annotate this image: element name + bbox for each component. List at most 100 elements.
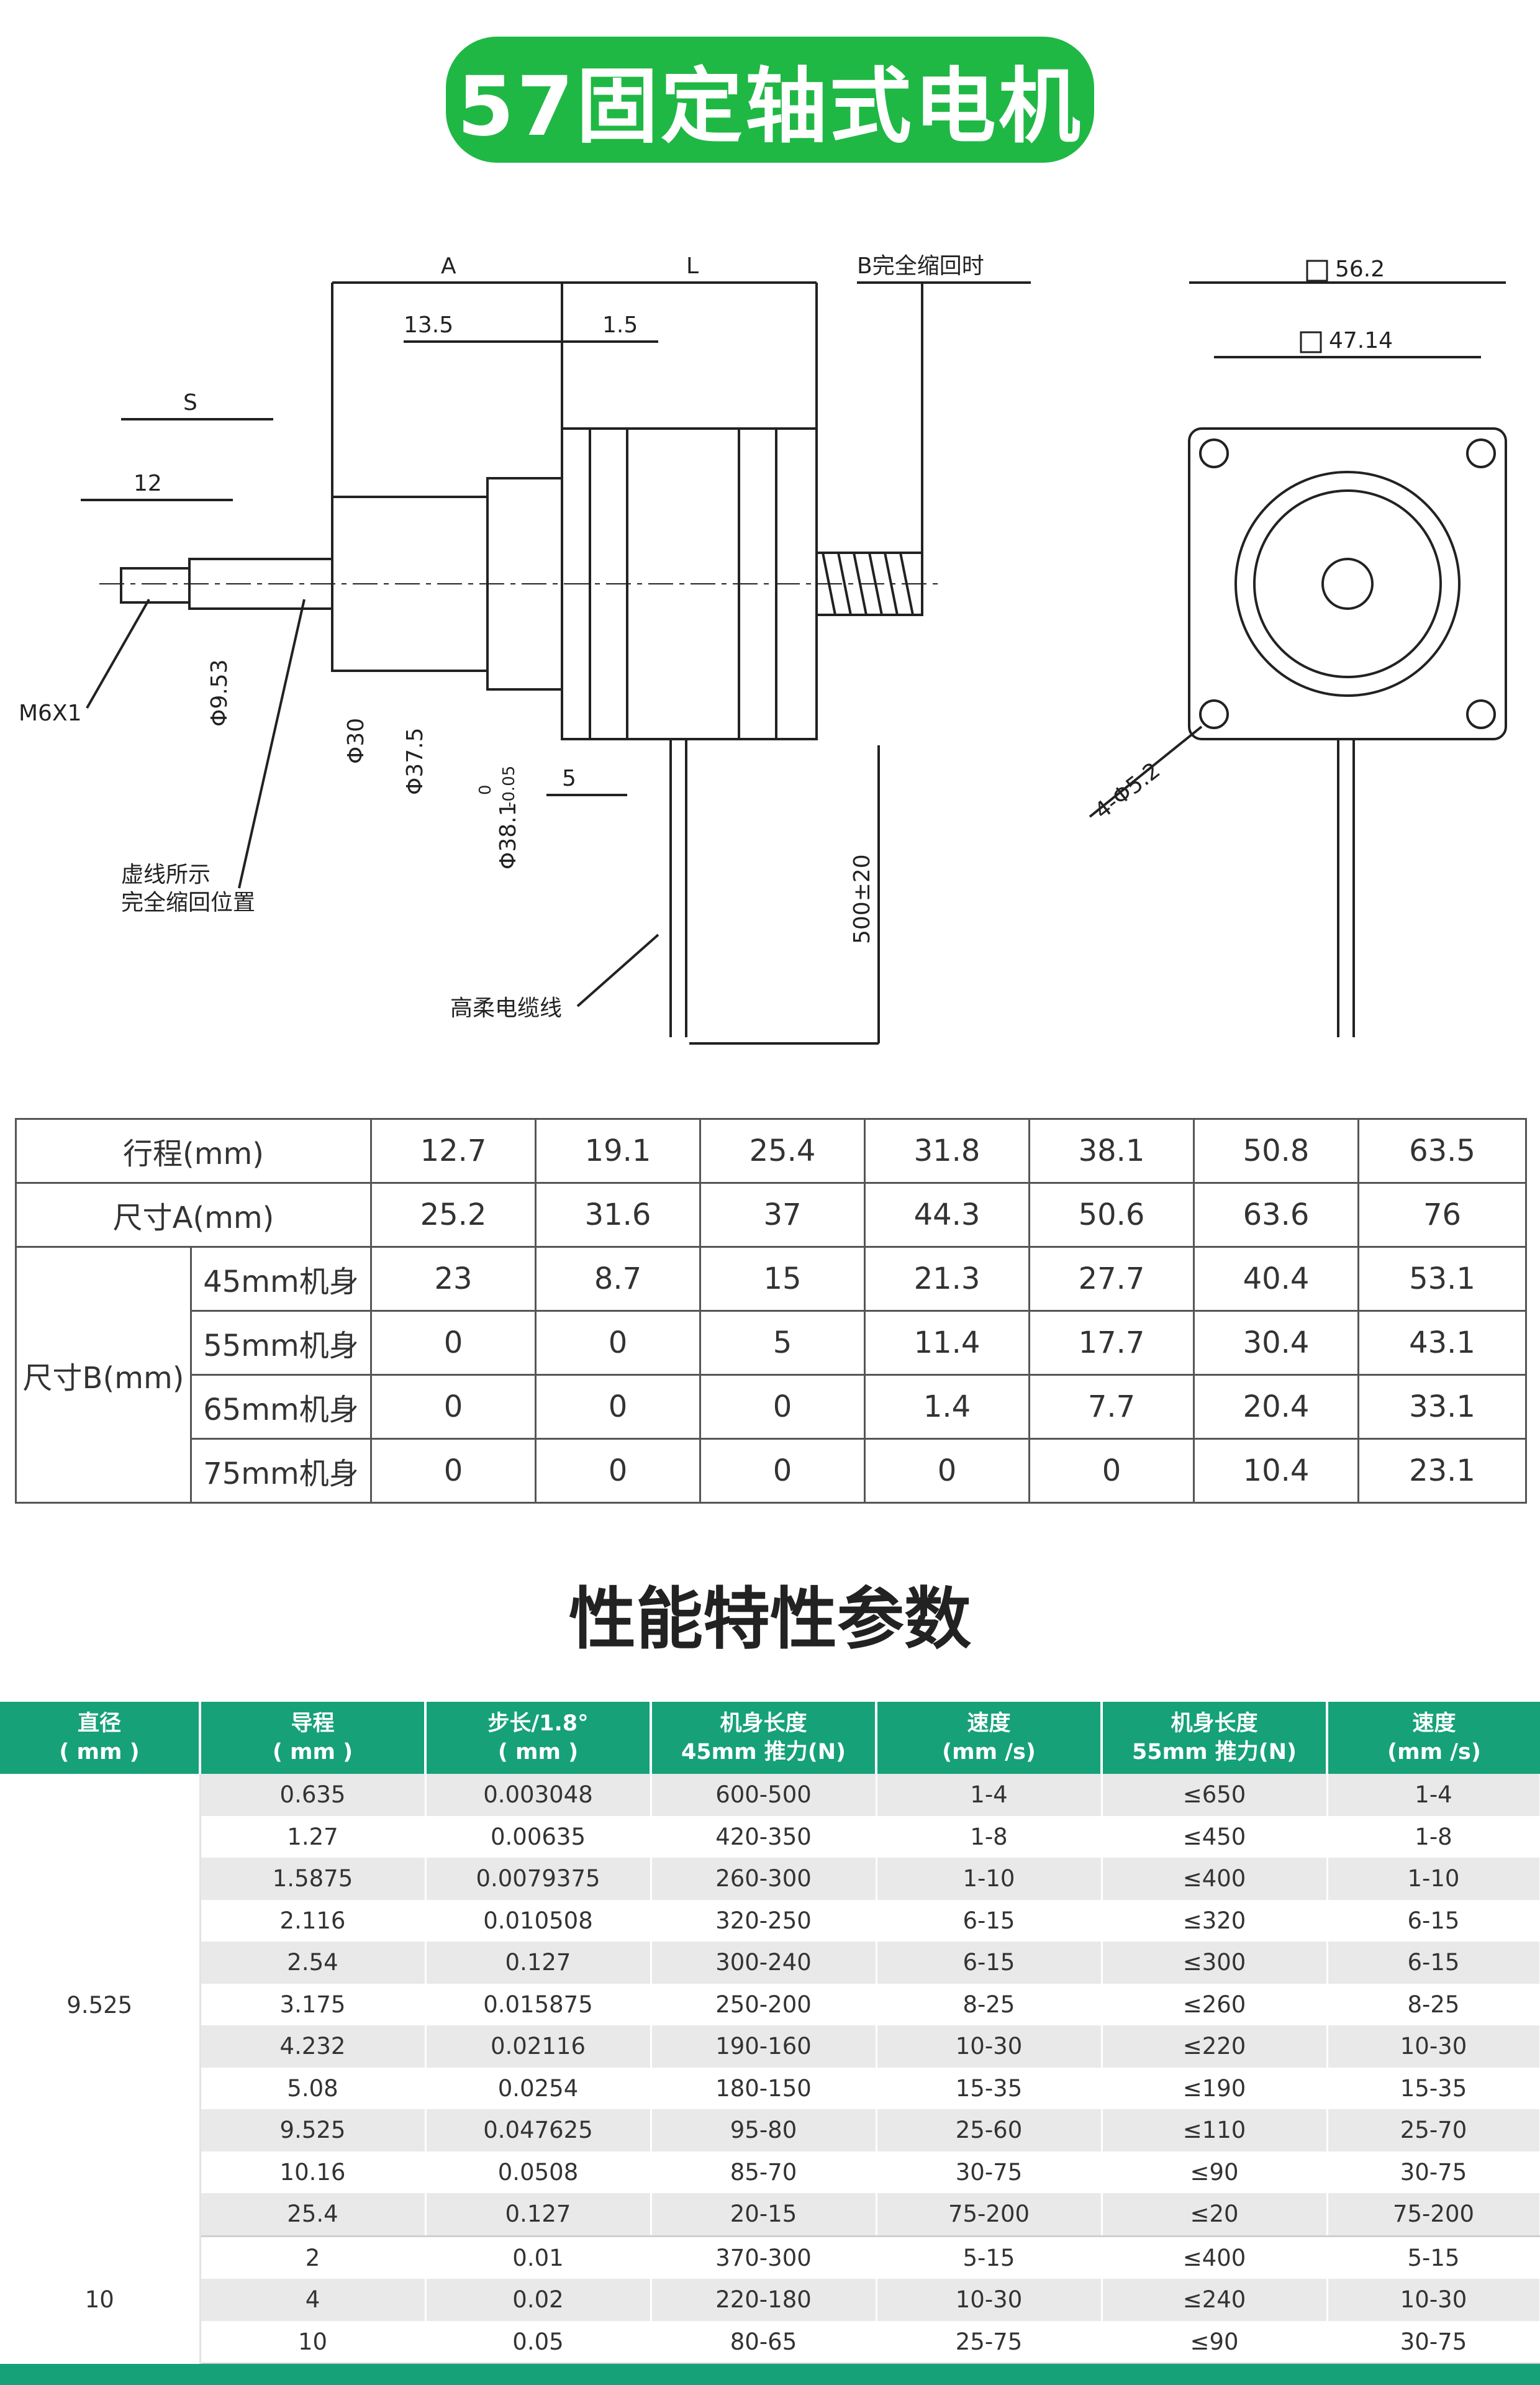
stroke-cell: 25.4 bbox=[699, 1118, 866, 1184]
perf-cell: 10.16 bbox=[200, 2151, 427, 2193]
perf-cell: 260-300 bbox=[651, 1858, 877, 1900]
size-b-cell: 33.1 bbox=[1357, 1374, 1528, 1440]
perf-cell: 1-10 bbox=[876, 1858, 1103, 1900]
perf-cell: 2 bbox=[200, 2236, 427, 2279]
diameter-cell: 10 bbox=[0, 2236, 201, 2364]
size-a-cell: 50.6 bbox=[1028, 1182, 1195, 1248]
size-a-cell: 44.3 bbox=[864, 1182, 1031, 1248]
dim-13-5: 13.5 bbox=[404, 312, 453, 338]
perf-cell: 15-35 bbox=[876, 2067, 1103, 2109]
perf-cell: 10-30 bbox=[1327, 2025, 1540, 2068]
tol-upper: 0 bbox=[476, 784, 495, 795]
header-speed-55: 速度(mm /s) bbox=[1327, 1702, 1540, 1774]
perf-cell: 0.0508 bbox=[425, 2151, 652, 2193]
stroke-cell: 50.8 bbox=[1193, 1118, 1360, 1184]
size-a-cell: 63.6 bbox=[1193, 1182, 1360, 1248]
stroke-cell: 31.8 bbox=[864, 1118, 1031, 1184]
header-step: 步长/1.8°( mm ) bbox=[425, 1702, 652, 1774]
square-symbol-56 bbox=[1306, 260, 1328, 282]
thread-m6: M6X1 bbox=[19, 701, 82, 726]
perf-cell: 1-8 bbox=[1327, 1815, 1540, 1858]
size-b-row-75: 75mm机身 0 0 0 0 0 10.4 23.1 bbox=[16, 1438, 1528, 1504]
perf-cell: ≤240 bbox=[1102, 2279, 1328, 2321]
perf-cell: 320-250 bbox=[651, 1899, 877, 1942]
perf-cell: 5.08 bbox=[200, 2067, 427, 2109]
perf-cell: 0.05 bbox=[425, 2320, 652, 2365]
size-b-cell: 0 bbox=[370, 1438, 537, 1504]
header-diameter: 直径( mm ) bbox=[0, 1702, 201, 1774]
size-b-cell: 5 bbox=[699, 1310, 866, 1376]
perf-cell: 220-180 bbox=[651, 2279, 877, 2321]
perf-cell: 420-350 bbox=[651, 1815, 877, 1858]
size-b-cell: 0 bbox=[864, 1438, 1031, 1504]
size-b-cell: 43.1 bbox=[1357, 1310, 1528, 1376]
body-length-label: 75mm机身 bbox=[189, 1438, 373, 1504]
perf-cell: 25-75 bbox=[876, 2320, 1103, 2365]
perf-cell: 2.54 bbox=[200, 1942, 427, 1984]
square-symbol-47 bbox=[1300, 331, 1322, 353]
dashed-note-2: 完全缩回位置 bbox=[121, 890, 255, 915]
dim-b-retract: B完全缩回时 bbox=[857, 253, 984, 279]
stroke-cell: 38.1 bbox=[1028, 1118, 1195, 1184]
size-b-cell: 23.1 bbox=[1357, 1438, 1528, 1504]
size-b-row-55: 55mm机身 0 0 5 11.4 17.7 30.4 43.1 bbox=[16, 1310, 1528, 1376]
perf-cell: 250-200 bbox=[651, 1983, 877, 2025]
body-length-label: 55mm机身 bbox=[189, 1310, 373, 1376]
tol-lower: -0.05 bbox=[500, 766, 519, 807]
perf-cell: 80-65 bbox=[651, 2320, 877, 2365]
perf-cell: 25-70 bbox=[1327, 2109, 1540, 2151]
perf-cell: 95-80 bbox=[651, 2109, 877, 2151]
dim-1-5: 1.5 bbox=[602, 312, 638, 338]
size-b-cell: 0 bbox=[699, 1438, 866, 1504]
perf-cell: 8-25 bbox=[876, 1983, 1103, 2025]
title-banner: 57固定轴式电机 bbox=[446, 37, 1094, 163]
perf-cell: 300-240 bbox=[651, 1942, 877, 1984]
perf-cell: 25.4 bbox=[200, 2193, 427, 2237]
size-b-cell: 40.4 bbox=[1193, 1246, 1360, 1312]
dim-sq47: 47.14 bbox=[1329, 328, 1393, 353]
cable-label: 高柔电缆线 bbox=[450, 996, 562, 1021]
dim-l: L bbox=[686, 253, 699, 279]
size-b-cell: 0 bbox=[535, 1438, 702, 1504]
size-b-cell: 10.4 bbox=[1193, 1438, 1360, 1504]
perf-cell: 0.635 bbox=[200, 1774, 427, 1816]
size-b-cell: 0 bbox=[370, 1374, 537, 1440]
perf-cell: 0.01 bbox=[425, 2236, 652, 2279]
perf-cell: ≤90 bbox=[1102, 2320, 1328, 2365]
size-a-cell: 37 bbox=[699, 1182, 866, 1248]
perf-cell: 0.015875 bbox=[425, 1983, 652, 2025]
front-view-plate bbox=[1188, 427, 1507, 740]
dim-12: 12 bbox=[134, 471, 162, 496]
perf-cell: 4 bbox=[200, 2279, 427, 2321]
size-b-cell: 27.7 bbox=[1028, 1246, 1195, 1312]
perf-cell: ≤400 bbox=[1102, 1858, 1328, 1900]
perf-cell: ≤300 bbox=[1102, 1942, 1328, 1984]
perf-cell: 4.232 bbox=[200, 2025, 427, 2068]
perf-cell: 6-15 bbox=[1327, 1942, 1540, 1984]
perf-cell: ≤190 bbox=[1102, 2067, 1328, 2109]
perf-cell: 2.116 bbox=[200, 1899, 427, 1942]
performance-section-title: 性能特性参数 bbox=[568, 1581, 971, 1658]
size-b-cell: 11.4 bbox=[864, 1310, 1031, 1376]
perf-cell: 180-150 bbox=[651, 2067, 877, 2109]
size-a-cell: 25.2 bbox=[370, 1182, 537, 1248]
header-lead: 导程( mm ) bbox=[200, 1702, 427, 1774]
size-b-cell: 30.4 bbox=[1193, 1310, 1360, 1376]
dim-phi37-5-text: Φ37.5 bbox=[402, 728, 428, 796]
size-b-cell: 0 bbox=[1028, 1438, 1195, 1504]
perf-cell: ≤90 bbox=[1102, 2151, 1328, 2193]
perf-cell: ≤260 bbox=[1102, 1983, 1328, 2025]
perf-cell: 5-15 bbox=[1327, 2236, 1540, 2279]
perf-cell: 30-75 bbox=[1327, 2320, 1540, 2365]
size-b-row-65: 65mm机身 0 0 0 1.4 7.7 20.4 33.1 bbox=[16, 1374, 1528, 1440]
